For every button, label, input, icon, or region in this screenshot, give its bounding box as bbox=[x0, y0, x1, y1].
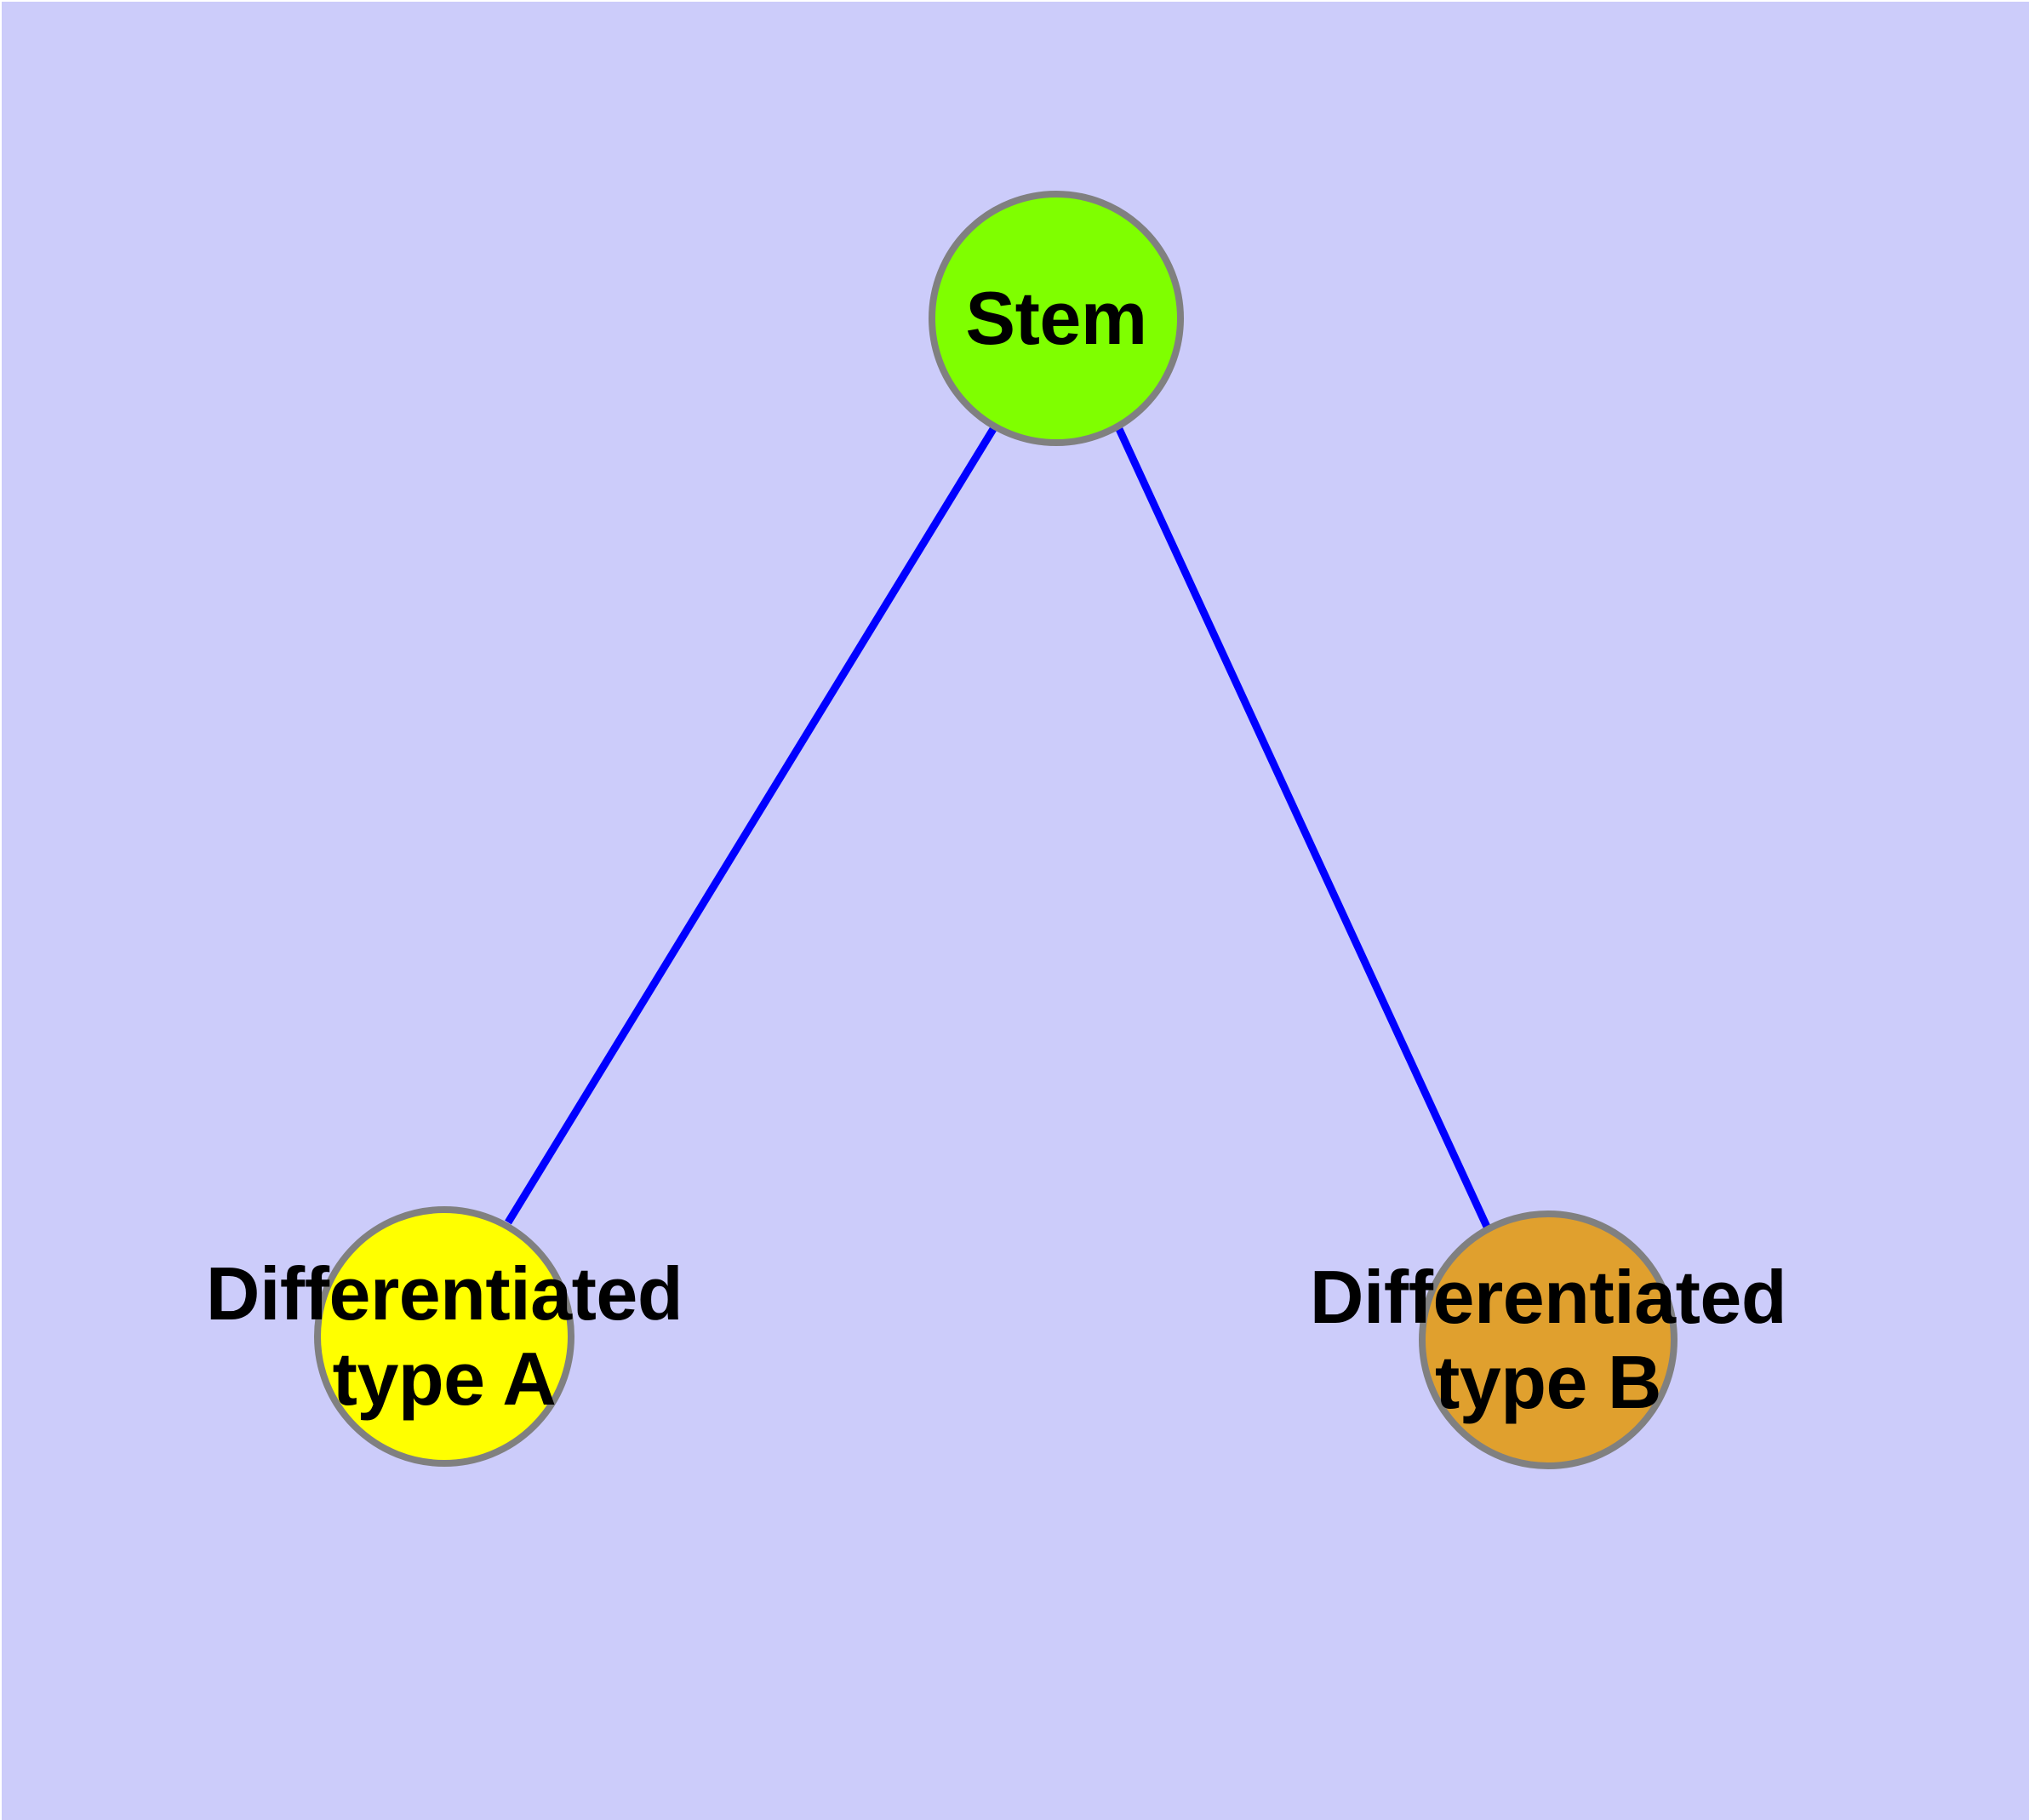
edge-stem-to-differentiated-type-b bbox=[1115, 427, 1491, 1228]
edge-stem-to-differentiated-type-a bbox=[505, 426, 997, 1225]
node-stem[interactable] bbox=[929, 191, 1184, 446]
node-differentiated-type-a[interactable] bbox=[314, 1206, 574, 1467]
node-differentiated-type-b[interactable] bbox=[1419, 1210, 1677, 1469]
